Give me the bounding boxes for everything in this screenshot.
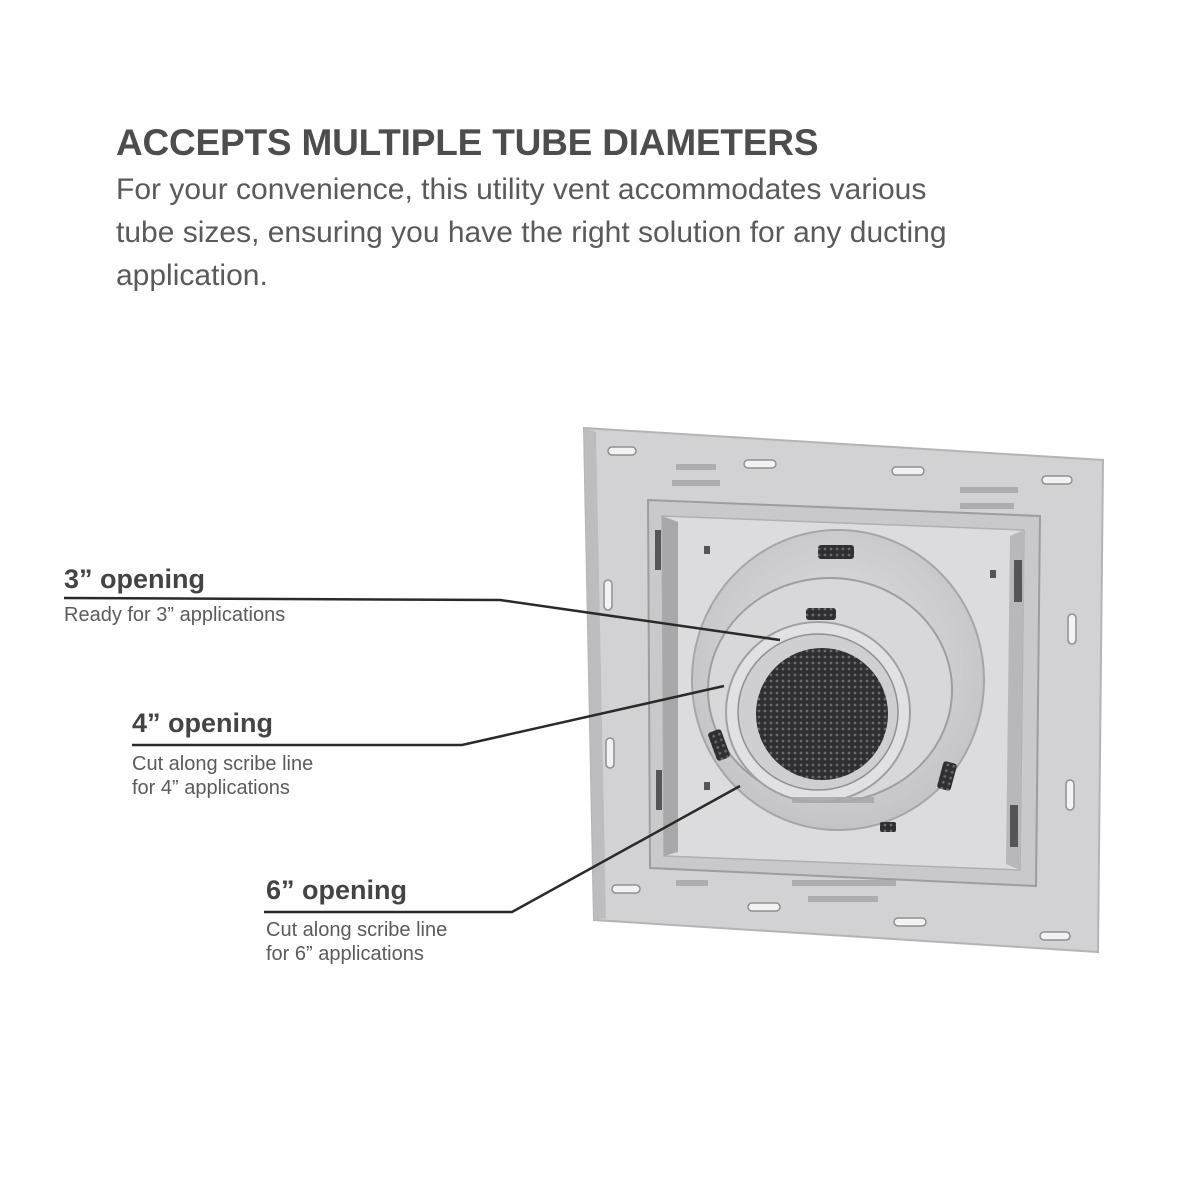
description: For your convenience, this utility vent …	[116, 173, 947, 292]
mounting-slots	[603, 446, 1077, 941]
callout-4in-title: 4” opening	[132, 708, 273, 738]
leader-4in	[132, 684, 725, 747]
callout-6in-desc: Cut along scribe line for 6” application…	[266, 919, 448, 965]
callout-6in-title: 6” opening	[266, 875, 407, 905]
callout-leader-lines	[63, 596, 781, 914]
callout-4in-desc: Cut along scribe line for 4” application…	[132, 753, 314, 799]
leader-6in	[264, 784, 741, 914]
headline: ACCEPTS MULTIPLE TUBE DIAMETERS	[116, 122, 819, 163]
leader-3in	[63, 596, 781, 642]
mesh-screen	[756, 648, 888, 780]
callout-3in-title: 3” opening	[64, 564, 205, 594]
callout-3in-desc: Ready for 3” applications	[64, 604, 286, 626]
